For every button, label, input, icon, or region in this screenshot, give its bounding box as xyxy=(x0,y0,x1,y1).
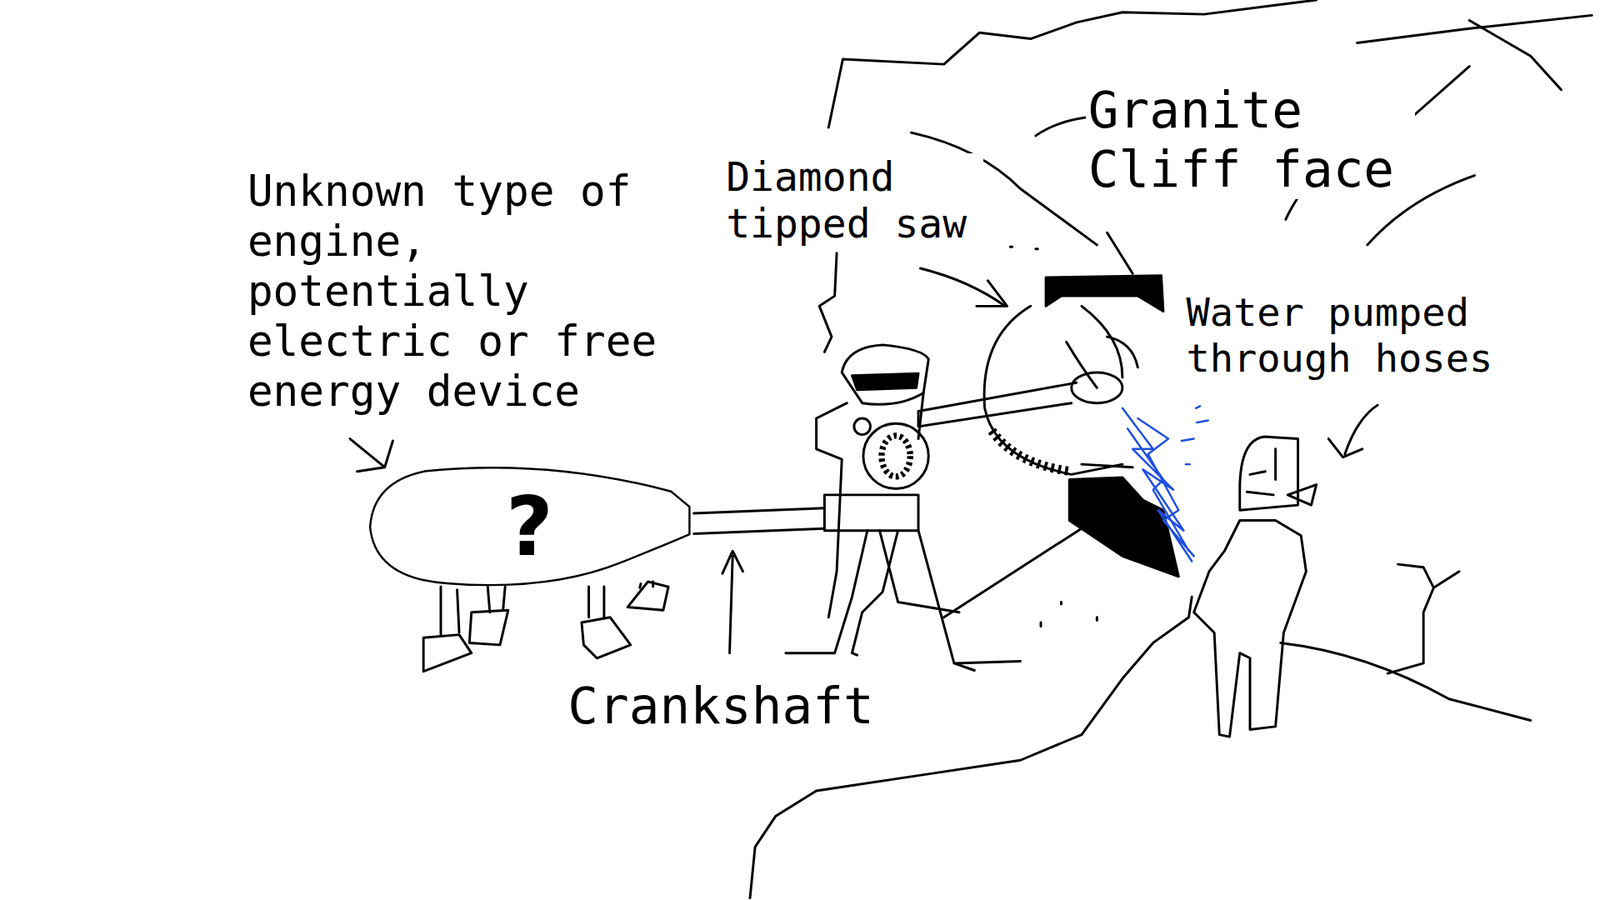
annotation-label: Diamond tipped saw xyxy=(723,153,984,248)
annotation-label: Granite Cliff face xyxy=(1085,80,1415,200)
engine-foot xyxy=(423,635,472,672)
gear-teeth xyxy=(881,435,910,477)
cliff-outline xyxy=(819,253,837,353)
saw-teeth xyxy=(991,430,1072,472)
cliff-outline xyxy=(1280,642,1531,720)
water-droplets xyxy=(1181,405,1209,465)
saw-blade xyxy=(984,305,1123,475)
annotation-label: Water pumped through hoses xyxy=(1183,289,1510,382)
leader-arrow xyxy=(1328,405,1378,457)
saw-tripod xyxy=(918,530,1020,671)
cliff-crack xyxy=(1387,564,1460,674)
engine-foot xyxy=(627,581,669,610)
engine-foot xyxy=(469,610,509,645)
saw-arm xyxy=(918,382,1077,427)
operator-head xyxy=(841,345,929,405)
cliff-crack xyxy=(1107,232,1134,274)
saw-frame xyxy=(944,464,1134,618)
worker-head xyxy=(1240,436,1299,510)
operator-legs xyxy=(785,530,960,655)
saw-cut xyxy=(1045,275,1164,312)
annotation-label: Unknown type of engine, potentially elec… xyxy=(245,166,675,418)
engine-leg xyxy=(589,586,605,618)
saw-blade-detail xyxy=(1066,305,1139,388)
engine-foot xyxy=(581,617,631,659)
engine-leg xyxy=(440,586,460,635)
crankshaft xyxy=(694,508,825,535)
engine-symbol: ? xyxy=(505,485,554,568)
cliff-outline xyxy=(750,596,1192,898)
gear-knob xyxy=(854,418,871,435)
engine-leg xyxy=(487,586,505,613)
leader-arrow xyxy=(350,439,393,472)
worker-body xyxy=(1194,520,1307,737)
cliff-outline xyxy=(1469,20,1561,90)
worker-face xyxy=(1246,449,1275,495)
gear xyxy=(863,423,929,489)
leader-arrow xyxy=(722,550,743,653)
water-spray xyxy=(1122,408,1195,562)
engine-blob: ? xyxy=(365,460,694,592)
cliff-outline xyxy=(1357,15,1593,43)
annotation-label: Crankshaft xyxy=(565,675,895,736)
engine-outline-path xyxy=(370,468,690,586)
leader-arrow xyxy=(920,268,1007,306)
crank-housing xyxy=(824,495,919,531)
worker-bandana xyxy=(1287,485,1316,505)
rock-dust xyxy=(1010,246,1097,627)
operator-cap xyxy=(851,373,919,390)
saw-hub xyxy=(1071,372,1123,404)
